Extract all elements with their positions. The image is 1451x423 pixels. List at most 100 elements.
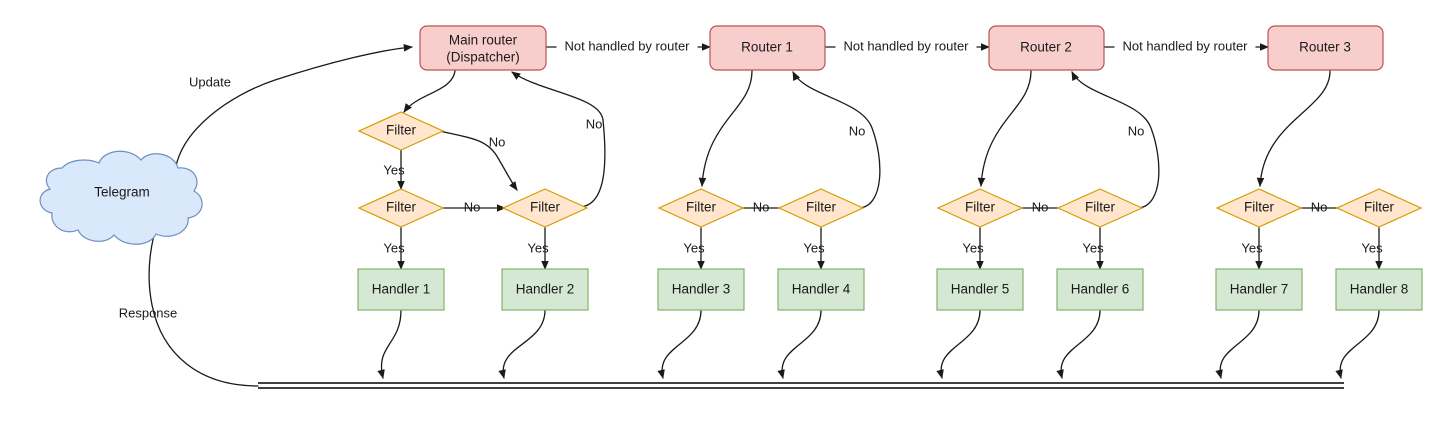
handler-5-box — [936, 268, 1024, 311]
edge-response — [148, 219, 259, 387]
edge-r3-to-f7 — [1256, 70, 1331, 187]
edge-update — [174, 43, 413, 173]
filter-9-diamond — [1335, 188, 1423, 228]
node-filter-6[interactable]: Filter — [936, 188, 1024, 228]
edge-h5-to-bus — [936, 309, 981, 379]
edge-r1-to-f3 — [698, 70, 753, 187]
filter-7-diamond — [1056, 188, 1144, 228]
node-filter-8[interactable]: Filter — [1215, 188, 1303, 228]
node-filter-2[interactable]: Filter — [357, 188, 445, 228]
node-handler-3[interactable]: Handler 3 — [657, 268, 745, 311]
edge-f6-no-to-r2 — [1071, 71, 1160, 209]
router-2-box — [988, 25, 1105, 71]
edge-h2-to-bus — [498, 309, 546, 379]
handler-8-label: Handler 8 — [1350, 282, 1409, 297]
filter-2-label: Filter — [386, 200, 417, 215]
node-router-2[interactable]: Router 2 — [988, 25, 1105, 71]
handler-1-box — [357, 268, 445, 311]
filter-6-diamond — [936, 188, 1024, 228]
edge-label-response: Response — [119, 305, 178, 320]
node-handler-1[interactable]: Handler 1 — [357, 268, 445, 311]
telegram-label: Telegram — [94, 185, 150, 200]
edge-h7-to-bus — [1215, 309, 1260, 379]
main-router-label-line1: Main router — [449, 33, 518, 48]
filter-7-label: Filter — [1085, 200, 1116, 215]
handler-2-box — [501, 268, 589, 311]
edge-label-yes-7: Yes — [1082, 240, 1104, 255]
handler-7-box — [1215, 268, 1303, 311]
edge-f4-no-to-r1 — [792, 71, 881, 209]
router-1-label: Router 1 — [741, 40, 793, 55]
node-filter-3[interactable]: Filter — [501, 188, 589, 228]
node-filter-7[interactable]: Filter — [1056, 188, 1144, 228]
node-filter-5[interactable]: Filter — [777, 188, 865, 228]
edge-label-no-link-3: No — [1032, 199, 1049, 214]
handler-8-box — [1335, 268, 1423, 311]
edge-label-no-link-2: No — [753, 199, 770, 214]
filter-4-label: Filter — [686, 200, 717, 215]
filter-2-diamond — [357, 188, 445, 228]
filter-6-label: Filter — [965, 200, 996, 215]
filter-8-label: Filter — [1244, 200, 1275, 215]
node-filter-9[interactable]: Filter — [1335, 188, 1423, 228]
edge-label-no-r1-top: No — [849, 123, 866, 138]
node-handler-2[interactable]: Handler 2 — [501, 268, 589, 311]
edge-label-no-r2-top: No — [1128, 123, 1145, 138]
handler-4-label: Handler 4 — [792, 282, 851, 297]
edge-label-not-handled-3: Not handled by router — [1122, 38, 1248, 53]
filter-4-diamond — [657, 188, 745, 228]
edge-label-update: Update — [189, 74, 231, 89]
node-filter-4[interactable]: Filter — [657, 188, 745, 228]
router-1-box — [709, 25, 826, 71]
node-handler-5[interactable]: Handler 5 — [936, 268, 1024, 311]
node-router-1[interactable]: Router 1 — [709, 25, 826, 71]
telegram-cloud-node[interactable]: Telegram — [39, 150, 203, 245]
edge-label-not-handled-1: Not handled by router — [564, 38, 690, 53]
node-handler-7[interactable]: Handler 7 — [1215, 268, 1303, 311]
router-3-label: Router 3 — [1299, 40, 1351, 55]
main-router-box — [419, 25, 547, 71]
main-router-label-line2: (Dispatcher) — [446, 50, 520, 65]
filter-9-label: Filter — [1364, 200, 1395, 215]
edge-label-yes-4: Yes — [683, 240, 705, 255]
handler-2-label: Handler 2 — [516, 282, 575, 297]
handler-7-label: Handler 7 — [1230, 282, 1289, 297]
edge-main-to-f1 — [403, 70, 456, 113]
edge-label-not-handled-2: Not handled by router — [843, 38, 969, 53]
node-router-3[interactable]: Router 3 — [1267, 25, 1384, 71]
edge-label-no-main-top: No — [586, 116, 603, 131]
edge-r2-to-f5 — [977, 70, 1032, 187]
handler-4-box — [777, 268, 865, 311]
node-main-router[interactable]: Main router (Dispatcher) — [419, 25, 547, 71]
edge-h3-to-bus — [657, 309, 702, 379]
filter-5-label: Filter — [806, 200, 837, 215]
edge-h4-to-bus — [777, 309, 822, 379]
router-2-label: Router 2 — [1020, 40, 1072, 55]
edge-h8-to-bus — [1335, 309, 1380, 379]
edge-label-yes-6: Yes — [962, 240, 984, 255]
edge-label-yes-2: Yes — [383, 240, 405, 255]
edge-label-no-main-mid: No — [489, 134, 506, 149]
node-handler-4[interactable]: Handler 4 — [777, 268, 865, 311]
filter-1-diamond — [357, 111, 445, 151]
cloud-icon — [39, 150, 203, 245]
node-filter-1[interactable]: Filter — [357, 111, 445, 151]
handler-3-box — [657, 268, 745, 311]
filter-3-diamond — [501, 188, 589, 228]
filter-8-diamond — [1215, 188, 1303, 228]
node-handler-8[interactable]: Handler 8 — [1335, 268, 1423, 311]
handler-5-label: Handler 5 — [951, 282, 1010, 297]
edge-h1-to-bus — [377, 309, 402, 379]
edge-label-yes-9: Yes — [1361, 240, 1383, 255]
edge-h6-to-bus — [1056, 309, 1101, 379]
edge-label-no-link-4: No — [1311, 199, 1328, 214]
handler-3-label: Handler 3 — [672, 282, 731, 297]
edge-label-no-link-1: No — [464, 199, 481, 214]
handler-6-label: Handler 6 — [1071, 282, 1130, 297]
edge-label-yes-1: Yes — [383, 162, 405, 177]
filter-5-diamond — [777, 188, 865, 228]
node-handler-6[interactable]: Handler 6 — [1056, 268, 1144, 311]
edge-f-top-no-to-f2 — [439, 130, 518, 191]
